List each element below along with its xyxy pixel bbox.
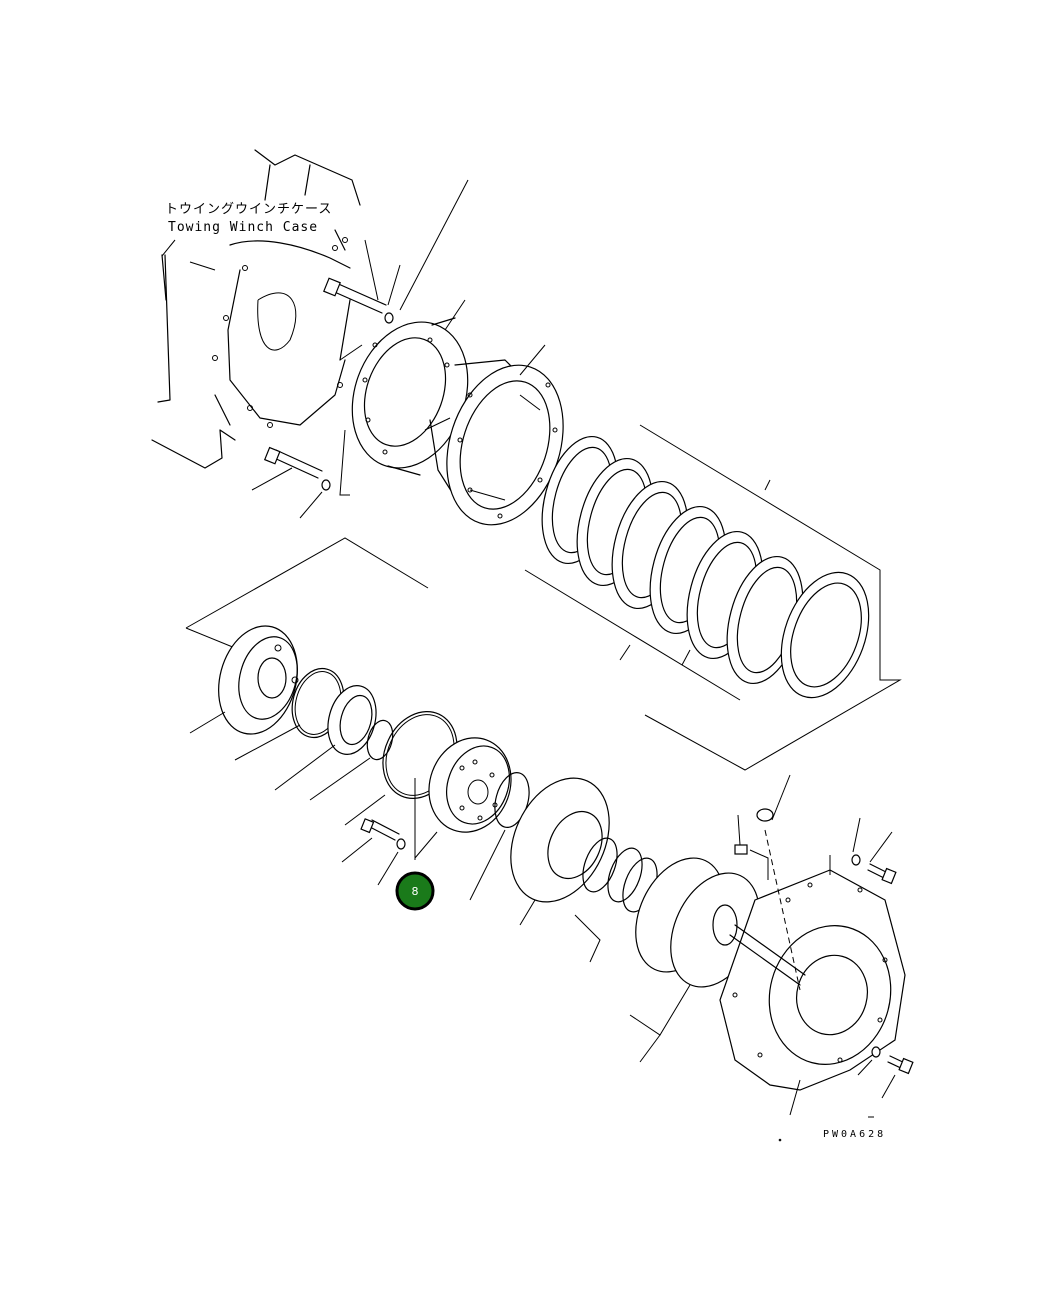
planet-carrier xyxy=(185,537,429,735)
upper-bolt xyxy=(323,239,401,324)
ring-gear xyxy=(424,344,564,526)
drawing-code: PW0A628 xyxy=(778,1116,886,1142)
rear-cover xyxy=(719,855,906,1116)
small-bolt xyxy=(341,818,406,886)
snap-ring-2 xyxy=(309,719,394,801)
piston xyxy=(414,737,512,860)
callout-8[interactable]: 8 xyxy=(395,871,435,911)
retainer-plate xyxy=(510,777,610,926)
seal-ring xyxy=(469,772,530,901)
middle-bolt xyxy=(251,446,331,519)
drawing-code-text: PW0A628 xyxy=(823,1129,886,1140)
case-label-japanese: トウイングウインチケース xyxy=(165,202,332,217)
callout-8-number[interactable]: 8 xyxy=(412,885,419,898)
flange-housing xyxy=(339,179,469,496)
clutch-disc-stack xyxy=(524,424,902,771)
dowel-pin xyxy=(756,774,801,991)
plug xyxy=(734,814,769,880)
cover-bolt-lower xyxy=(857,1046,914,1099)
towing-winch-case: トウイングウインチケース Towing Winch Case xyxy=(151,149,361,469)
spring-rings xyxy=(574,837,658,963)
case-label-english: Towing Winch Case xyxy=(168,220,318,235)
callout-8-circle[interactable] xyxy=(395,871,435,911)
cover-bolt-upper xyxy=(851,817,897,885)
